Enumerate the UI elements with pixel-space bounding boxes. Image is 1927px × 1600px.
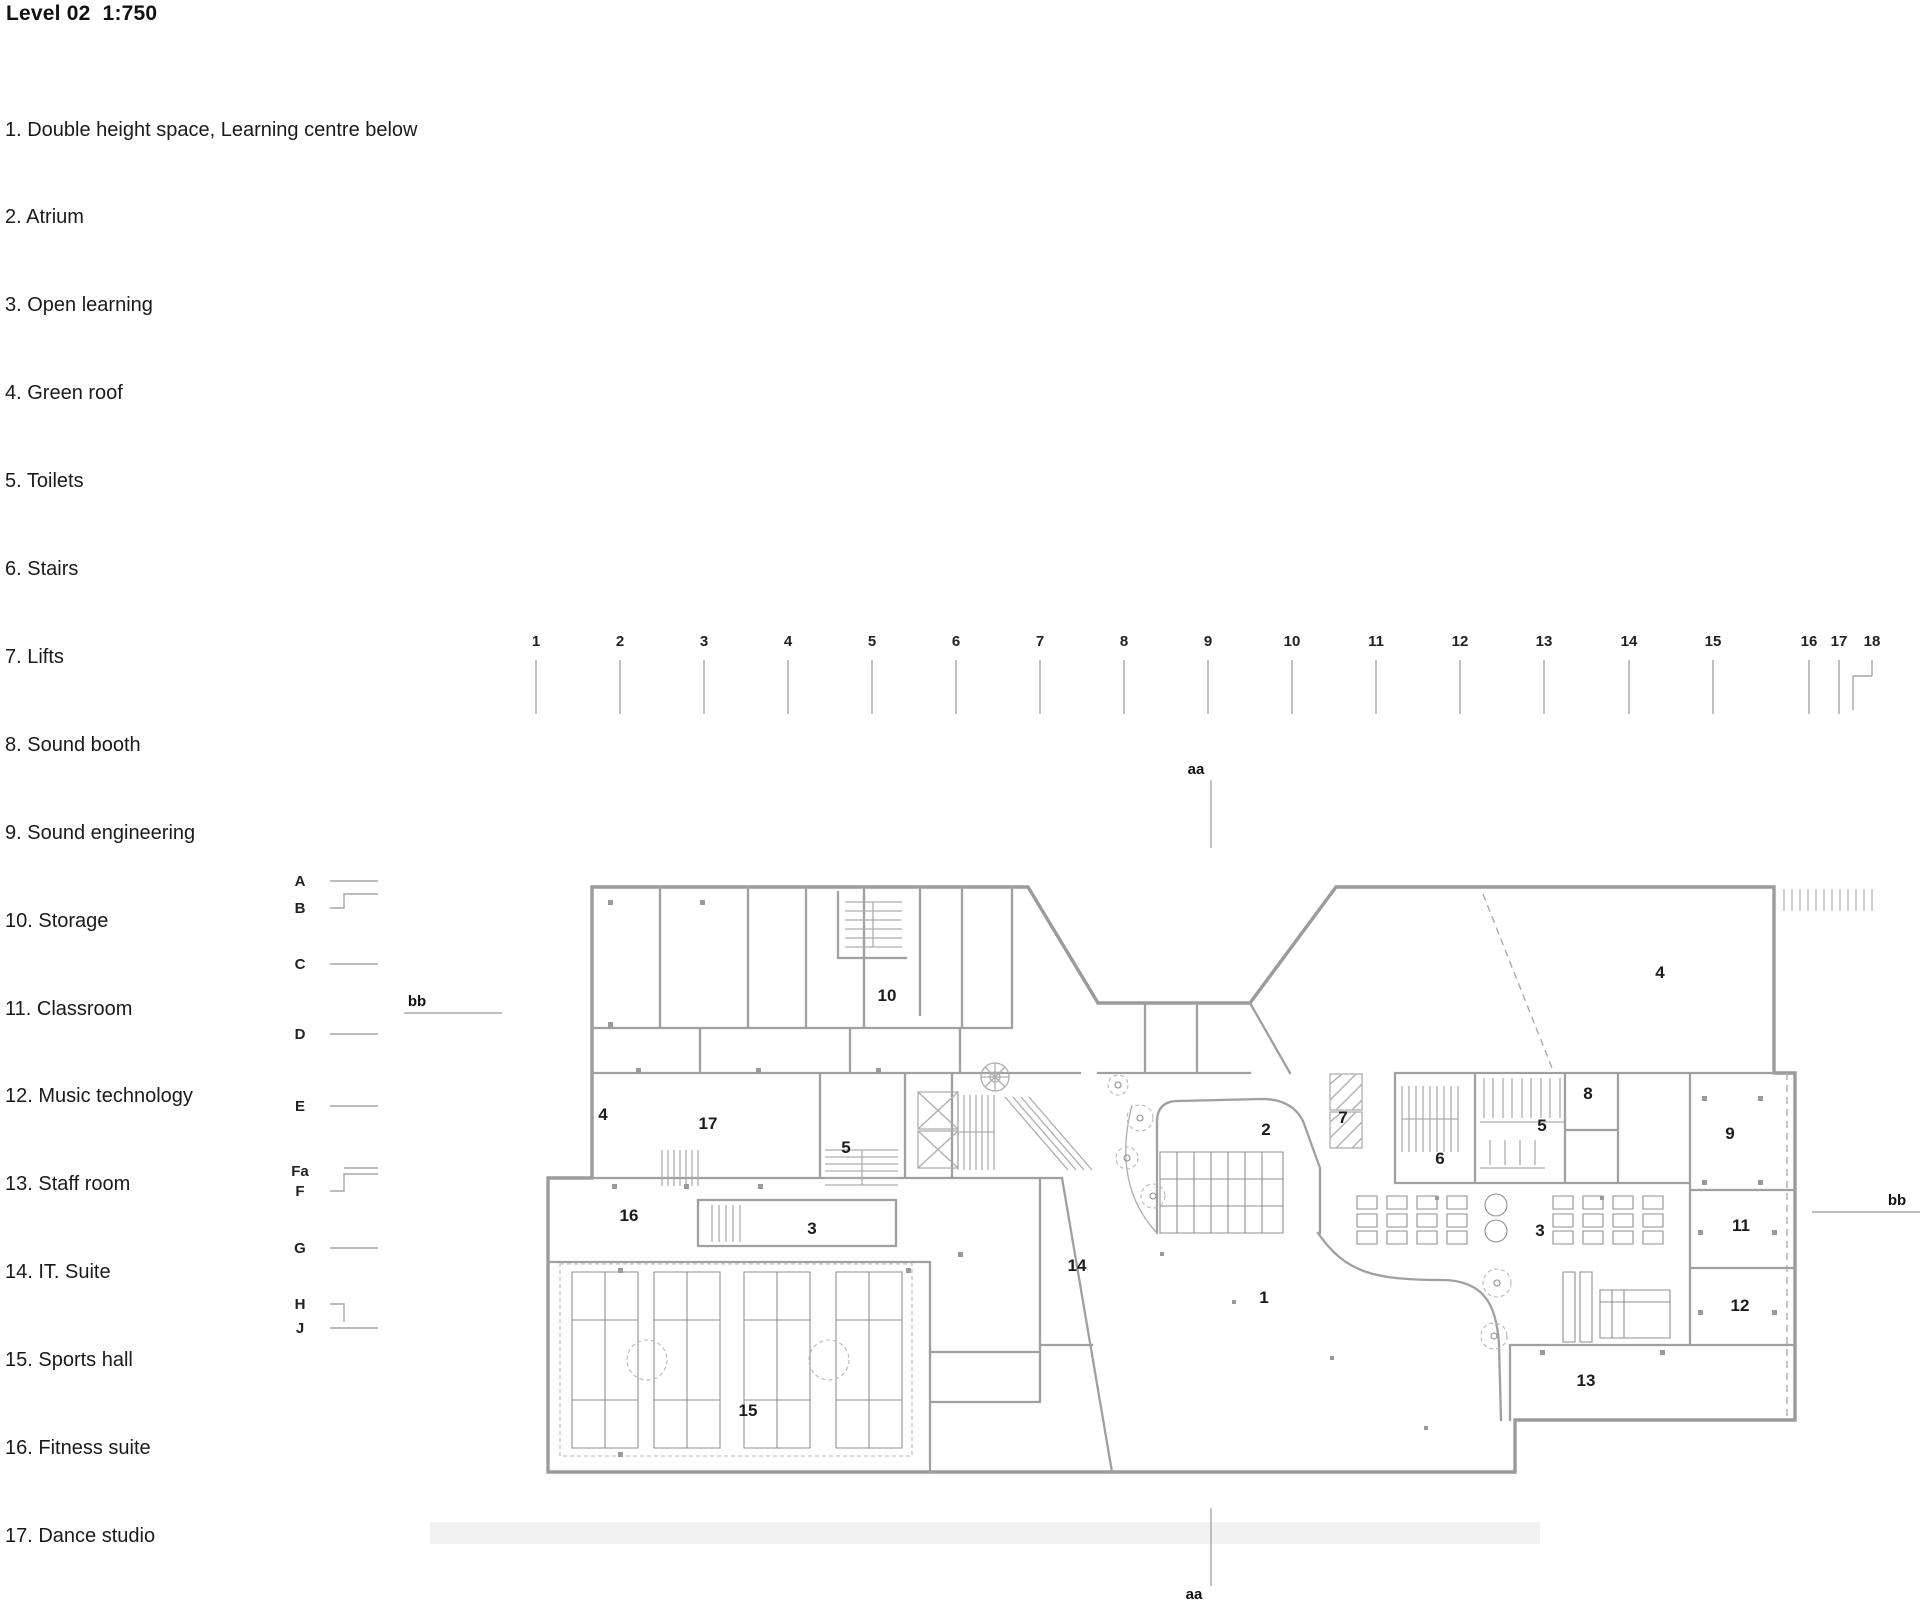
legend-item: 6. Stairs bbox=[5, 558, 79, 581]
section-label-bb-right: bb bbox=[1888, 1192, 1906, 1209]
room-label-5-mid: 5 bbox=[1537, 1116, 1546, 1135]
interior-walls bbox=[546, 885, 1797, 1474]
grid-row-markers: AB C D E FaF G HJ bbox=[291, 873, 309, 1337]
room-label-9: 9 bbox=[1725, 1124, 1734, 1143]
section-label-bb-left: bb bbox=[408, 993, 426, 1010]
drawing-title: Level 02 1:750 bbox=[6, 2, 158, 25]
lift-shafts bbox=[917, 1073, 1363, 1169]
room-label-13: 13 bbox=[1577, 1371, 1596, 1390]
grid-col-5: 5 bbox=[868, 633, 876, 650]
legend-item: 11. Classroom bbox=[5, 997, 133, 1020]
legend-item: 14. IT. Suite bbox=[5, 1261, 111, 1284]
grid-col-14: 14 bbox=[1621, 633, 1638, 650]
grid-row-D: D bbox=[295, 1026, 306, 1043]
room-label-6: 6 bbox=[1435, 1149, 1444, 1168]
grid-col-3: 3 bbox=[700, 633, 708, 650]
legend-item: 16. Fitness suite bbox=[5, 1436, 151, 1459]
atrium-tables bbox=[1159, 1151, 1284, 1234]
room-label-16: 16 bbox=[620, 1206, 639, 1225]
building-outline bbox=[546, 885, 1797, 1474]
open-learning-desks bbox=[1356, 1195, 1664, 1245]
grid-row-Fa: Fa bbox=[291, 1163, 309, 1180]
room-label-11: 11 bbox=[1732, 1216, 1750, 1235]
room-label-3-right: 3 bbox=[1535, 1221, 1544, 1240]
grid-col-16: 16 bbox=[1801, 633, 1818, 650]
court-circle bbox=[808, 1339, 850, 1381]
legend-item: 4. Green roof bbox=[5, 382, 123, 405]
legend-item: 12. Music technology bbox=[5, 1085, 193, 1108]
room-legend: 1. Double height space, Learning centre … bbox=[5, 57, 418, 1580]
spiral-stair bbox=[980, 1062, 1010, 1092]
grid-row-E: E bbox=[295, 1098, 305, 1115]
legend-item: 1. Double height space, Learning centre … bbox=[5, 118, 418, 141]
legend-item: 13. Staff room bbox=[5, 1173, 131, 1196]
section-label-aa-bottom: aa bbox=[1186, 1586, 1203, 1600]
legend-item: 15. Sports hall bbox=[5, 1349, 133, 1372]
grid-col-1: 1 bbox=[532, 633, 540, 650]
room-label-8: 8 bbox=[1583, 1084, 1592, 1103]
legend-item: 9. Sound engineering bbox=[5, 821, 196, 844]
room-label-7: 7 bbox=[1338, 1108, 1347, 1127]
legend-item: 2. Atrium bbox=[5, 206, 84, 229]
round-table bbox=[1484, 1219, 1508, 1243]
trees bbox=[1107, 1074, 1512, 1350]
grid-col-9: 9 bbox=[1204, 633, 1212, 650]
room-label-15: 15 bbox=[739, 1401, 758, 1420]
round-table bbox=[1484, 1193, 1508, 1217]
room-label-17: 17 bbox=[699, 1114, 718, 1133]
green-roof-boundary bbox=[1482, 893, 1788, 1420]
section-markers: aa aa bb bb bbox=[404, 761, 1920, 1600]
legend-item: 17. Dance studio bbox=[5, 1524, 156, 1547]
room-label-2: 2 bbox=[1261, 1120, 1270, 1139]
legend-item: 3. Open learning bbox=[5, 294, 153, 317]
music-room-furniture bbox=[1562, 1271, 1671, 1343]
grid-col-18-elbow bbox=[1852, 675, 1872, 710]
grid-col-12: 12 bbox=[1452, 633, 1469, 650]
room-label-3-left: 3 bbox=[807, 1219, 816, 1238]
legend-item: 7. Lifts bbox=[5, 645, 64, 668]
grid-col-18: 18 bbox=[1864, 633, 1881, 650]
grid-row-G: G bbox=[294, 1240, 306, 1257]
legend-item: 5. Toilets bbox=[5, 470, 84, 493]
section-label-aa-top: aa bbox=[1188, 761, 1205, 778]
courts-boundary bbox=[559, 1263, 913, 1457]
grid-col-13: 13 bbox=[1536, 633, 1553, 650]
grid-row-C: C bbox=[295, 956, 306, 973]
room-label-4-roof: 4 bbox=[1655, 963, 1665, 982]
room-label-10: 10 bbox=[878, 986, 897, 1005]
roof-hatching bbox=[1783, 889, 1873, 911]
room-label-14: 14 bbox=[1068, 1256, 1087, 1275]
grid-col-4: 4 bbox=[784, 633, 793, 650]
grid-row-F: F bbox=[295, 1183, 304, 1200]
grid-col-6: 6 bbox=[952, 633, 960, 650]
grid-col-15: 15 bbox=[1705, 633, 1722, 650]
atrium-curve bbox=[1125, 1104, 1158, 1234]
legend-item: 8. Sound booth bbox=[5, 733, 141, 756]
room-label-1: 1 bbox=[1259, 1288, 1268, 1307]
grid-col-10: 10 bbox=[1284, 633, 1301, 650]
grid-col-17: 17 bbox=[1831, 633, 1848, 650]
grid-row-H: H bbox=[295, 1296, 306, 1313]
row-grid-ticks bbox=[330, 880, 378, 1329]
room-label-4-left: 4 bbox=[598, 1105, 608, 1124]
grid-row-J: J bbox=[296, 1320, 304, 1337]
grid-col-8: 8 bbox=[1120, 633, 1128, 650]
legend-item: 10. Storage bbox=[5, 909, 109, 932]
grid-row-A: A bbox=[295, 873, 306, 890]
sports-courts bbox=[571, 1271, 903, 1449]
room-label-5-left: 5 bbox=[841, 1138, 850, 1157]
court-circle bbox=[626, 1339, 668, 1381]
grid-col-7: 7 bbox=[1036, 633, 1044, 650]
room-number-labels: 10 4 17 5 2 7 6 5 8 9 4 3 11 12 13 16 3 14 15 1 bbox=[598, 963, 1750, 1420]
ground-shadow bbox=[430, 1522, 1540, 1544]
grid-col-11: 11 bbox=[1368, 633, 1384, 650]
room-label-12: 12 bbox=[1731, 1296, 1750, 1315]
grid-col-2: 2 bbox=[616, 633, 624, 650]
grid-row-B: B bbox=[295, 900, 306, 917]
